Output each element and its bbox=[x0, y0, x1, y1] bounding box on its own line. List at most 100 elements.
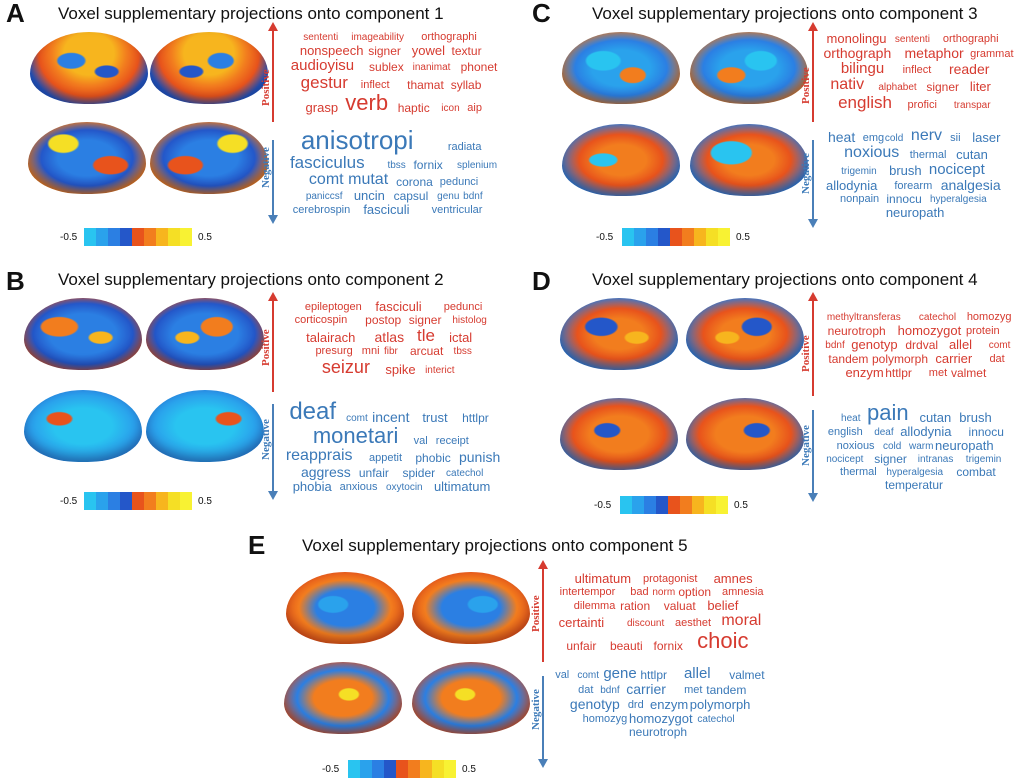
negative-term: carrier bbox=[626, 681, 666, 697]
positive-arrow bbox=[808, 292, 818, 396]
positive-term: tandem bbox=[828, 352, 869, 366]
colorbar bbox=[620, 496, 728, 514]
positive-term: dilemma bbox=[573, 600, 616, 612]
colorbar-swatch bbox=[692, 496, 704, 514]
panel-letter: B bbox=[6, 266, 25, 296]
negative-term: thermal bbox=[909, 149, 947, 161]
negative-term: laser bbox=[972, 130, 1001, 145]
negative-term: homozygot bbox=[629, 711, 693, 726]
colorbar-swatch bbox=[634, 228, 646, 246]
positive-term: interict bbox=[425, 365, 455, 376]
colorbar-swatch bbox=[120, 228, 132, 246]
positive-term: grammat bbox=[970, 48, 1014, 60]
negative-term: nocicept bbox=[928, 161, 985, 178]
colorbar-swatch bbox=[180, 492, 192, 510]
positive-term: belief bbox=[707, 598, 739, 613]
colorbar-swatch bbox=[632, 496, 644, 514]
positive-term: signer bbox=[408, 313, 442, 327]
colorbar-swatch bbox=[84, 228, 96, 246]
negative-term: deaf bbox=[874, 427, 894, 438]
negative-term: cerebrospin bbox=[292, 204, 351, 216]
positive-term: amnesia bbox=[721, 586, 764, 598]
negative-term: pedunci bbox=[439, 176, 479, 188]
colorbar-swatch bbox=[444, 760, 456, 778]
negative-term: reapprais bbox=[285, 447, 353, 464]
brain-medial-right bbox=[686, 398, 804, 470]
negative-term: intranas bbox=[917, 454, 954, 465]
positive-term: haptic bbox=[397, 101, 430, 115]
panel-letter: A bbox=[6, 0, 25, 28]
positive-term: inflect bbox=[360, 79, 390, 91]
brain-lateral-left bbox=[286, 572, 404, 644]
positive-term: sententi bbox=[303, 32, 339, 43]
positive-term: imageability bbox=[351, 32, 405, 43]
positive-term: reader bbox=[948, 61, 990, 77]
negative-term: cutan bbox=[956, 147, 988, 162]
positive-term: corticospin bbox=[294, 314, 348, 326]
negative-term: allodynia bbox=[900, 424, 952, 439]
positive-term: sublex bbox=[369, 60, 404, 74]
positive-term: homozyg bbox=[966, 311, 1012, 323]
positive-term: inanimat bbox=[412, 62, 451, 73]
brain-lateral-right bbox=[146, 298, 264, 370]
negative-term: corona bbox=[396, 175, 433, 189]
positive-term: intertempor bbox=[559, 586, 616, 598]
positive-term: orthograph bbox=[823, 45, 892, 61]
colorbar-swatch bbox=[360, 760, 372, 778]
colorbar-max-label: 0.5 bbox=[462, 764, 476, 775]
brain-medial-right bbox=[146, 390, 264, 462]
positive-term: alphabet bbox=[878, 82, 917, 93]
positive-term: methyltransferas bbox=[826, 312, 901, 323]
negative-term: cold bbox=[883, 441, 902, 452]
negative-term: bdnf bbox=[600, 685, 620, 696]
positive-term: mni bbox=[361, 345, 380, 357]
negative-term: punish bbox=[458, 449, 501, 465]
positive-term: nativ bbox=[830, 76, 865, 93]
positive-term: beauti bbox=[609, 639, 643, 653]
positive-term: aesthet bbox=[675, 617, 712, 629]
positive-term: ictal bbox=[449, 330, 473, 345]
positive-label: Positive bbox=[260, 69, 272, 106]
negative-term: allel bbox=[683, 665, 711, 682]
positive-term: presurg bbox=[315, 345, 353, 357]
positive-term: fibr bbox=[383, 346, 398, 357]
negative-term: nerv bbox=[910, 127, 943, 144]
positive-term: signer bbox=[926, 80, 959, 94]
positive-term: textur bbox=[451, 44, 482, 58]
brain-lateral-left bbox=[30, 32, 148, 104]
negative-arrow bbox=[268, 140, 278, 224]
colorbar-swatch bbox=[420, 760, 432, 778]
colorbar-swatch bbox=[658, 228, 670, 246]
colorbar-swatch bbox=[132, 492, 144, 510]
negative-term: dat bbox=[578, 684, 594, 696]
negative-term: pain bbox=[867, 400, 909, 425]
colorbar-swatch bbox=[620, 496, 632, 514]
negative-term: drd bbox=[627, 699, 644, 711]
negative-term: splenium bbox=[457, 160, 498, 171]
positive-term: thamat bbox=[407, 78, 444, 92]
positive-arrow bbox=[268, 22, 278, 122]
positive-term: amnes bbox=[713, 571, 753, 586]
negative-term: radiata bbox=[447, 141, 482, 153]
positive-term: english bbox=[838, 93, 892, 112]
negative-term: forearm bbox=[894, 180, 933, 192]
colorbar-swatch bbox=[680, 496, 692, 514]
positive-term: inflect bbox=[902, 64, 932, 76]
colorbar-swatch bbox=[656, 496, 668, 514]
brain-medial-left bbox=[562, 124, 680, 196]
brain-lateral-right bbox=[690, 32, 808, 104]
brain-medial-left bbox=[24, 390, 142, 462]
negative-arrow bbox=[808, 410, 818, 502]
positive-term: unfair bbox=[566, 639, 597, 653]
positive-term: orthographi bbox=[421, 31, 477, 43]
colorbar bbox=[84, 492, 192, 510]
colorbar-swatch bbox=[168, 492, 180, 510]
positive-term: dat bbox=[989, 353, 1005, 365]
positive-term: nonspeech bbox=[299, 43, 364, 58]
colorbar-swatch bbox=[408, 760, 420, 778]
positive-term: seizur bbox=[321, 357, 370, 377]
negative-term: nocicept bbox=[826, 454, 864, 465]
positive-term: comt bbox=[988, 340, 1011, 351]
